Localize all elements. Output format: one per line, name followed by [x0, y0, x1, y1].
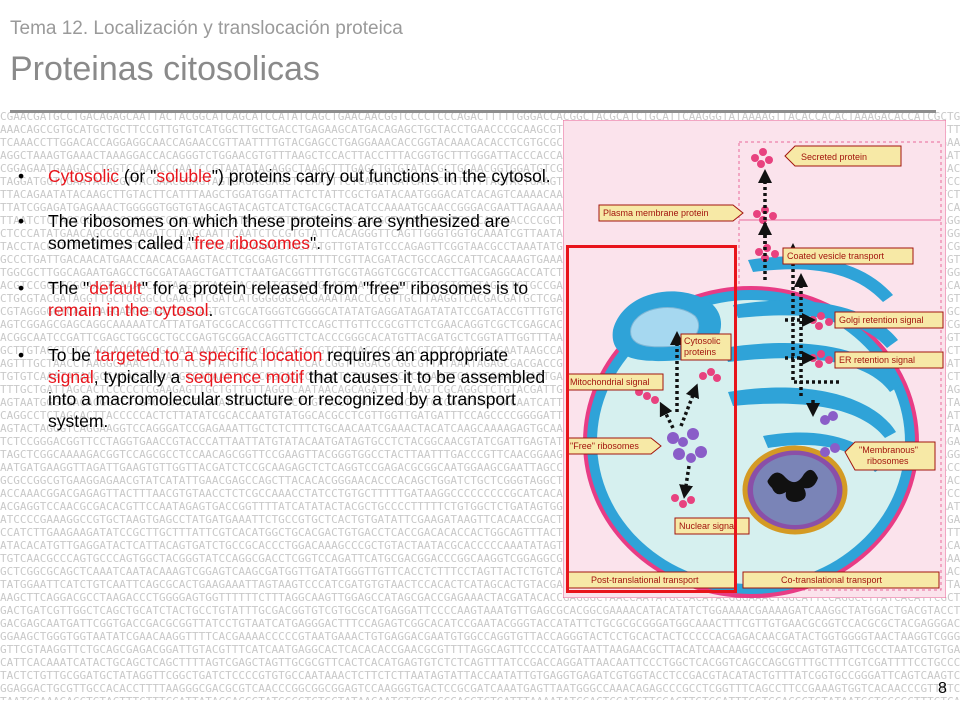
bullet-segment: " for a protein released from "free" rib… — [141, 278, 529, 298]
bullet-text: The ribosomes on which these proteins ar… — [48, 211, 510, 253]
bullet-segment: Cytosolic — [48, 166, 119, 186]
label-plasma-membrane: Plasma membrane protein — [598, 204, 744, 222]
bullet-item-2: • The ribosomes on which these proteins a… — [18, 210, 553, 254]
bullet-item-3: • The "default" for a protein released fr… — [18, 277, 553, 321]
bullet-dot: • — [18, 345, 25, 365]
label-plasma-text: Plasma membrane protein — [603, 208, 709, 218]
label-co-translational: Co-translational transport — [742, 571, 940, 589]
label-membranous-ribosomes: "Membranous" ribosomes — [844, 441, 936, 471]
label-cytosolic-text-2: proteins — [684, 347, 717, 357]
bullet-segment: The " — [48, 278, 90, 298]
bullet-segment: (or " — [119, 166, 157, 186]
label-membranous-text-1: "Membranous" — [859, 445, 918, 455]
bullet-text: Cytosolic (or "soluble") proteins carry … — [48, 166, 551, 186]
bullet-list: • Cytosolic (or "soluble") proteins carry… — [18, 165, 553, 455]
bullet-segment: that causes it to be assembled into a ma… — [48, 367, 546, 431]
label-nuclear-text: Nuclear signal — [679, 521, 736, 531]
slide-title: Proteinas citosolicas — [10, 50, 320, 88]
lecture-subtitle: Tema 12. Localización y translocación pr… — [10, 18, 403, 39]
label-coated-text: Coated vesicle transport — [787, 251, 885, 261]
bullet-segment: remain in the cytosol — [48, 300, 209, 320]
label-co-text: Co-translational transport — [781, 575, 883, 585]
label-post-text: Post-translational transport — [591, 575, 699, 585]
label-secreted-protein: Secreted protein — [784, 145, 902, 167]
bullet-segment: default — [89, 278, 142, 298]
label-free-text: "Free" ribosomes — [570, 441, 639, 451]
bullet-item-1: • Cytosolic (or "soluble") proteins carry… — [18, 165, 553, 187]
post-translational-highlight — [566, 245, 737, 593]
vesicle-cluster-coated — [755, 244, 779, 262]
membranous-ribosomes — [820, 411, 840, 457]
bullet-segment: free ribosomes — [194, 233, 311, 253]
bullet-segment: signal — [48, 367, 94, 387]
bullet-dot: • — [18, 166, 25, 186]
chromatin — [767, 469, 818, 502]
bullet-segment: , typically a — [93, 367, 186, 387]
label-cytosolic-text-1: Cytosolic — [684, 336, 721, 346]
label-secreted-text: Secreted protein — [801, 152, 867, 162]
label-membranous-text-2: ribosomes — [867, 456, 909, 466]
bullet-segment: . — [208, 300, 214, 320]
label-cytosolic-proteins: Cytosolic proteins — [680, 333, 732, 361]
label-mito-text: Mitochondrial signal — [570, 377, 650, 387]
bullet-text: To be targeted to a specific location re… — [48, 345, 545, 431]
label-golgi-retention: Golgi retention signal — [834, 311, 944, 329]
bullet-dot: • — [18, 211, 25, 231]
bullet-segment: To be — [48, 345, 96, 365]
bullet-item-4: • To be targeted to a specific location r… — [18, 344, 553, 432]
vesicle-cluster-cytosolic — [699, 368, 721, 382]
bullet-segment: sequence motif — [185, 367, 304, 387]
bullet-segment: soluble — [156, 166, 212, 186]
free-ribosomes — [667, 428, 707, 463]
bullet-segment: ") proteins carry out functions in the c… — [211, 166, 551, 186]
label-coated-vesicle: Coated vesicle transport — [782, 247, 914, 265]
vesicle-cluster-secreted — [751, 148, 773, 168]
bullet-segment: requires an appropriate — [322, 345, 509, 365]
label-nuclear-signal: Nuclear signal — [674, 517, 750, 535]
label-golgi-text: Golgi retention signal — [839, 315, 924, 325]
page-number: 8 — [938, 680, 947, 697]
bullet-segment: ". — [310, 233, 322, 253]
bullet-dot: • — [18, 278, 25, 298]
bullet-text: The "default" for a protein released fro… — [48, 278, 528, 320]
label-er-text: ER retention signal — [839, 355, 915, 365]
bullet-segment: targeted to a specific location — [95, 345, 323, 365]
label-er-retention: ER retention signal — [834, 351, 944, 369]
cell-protein-sorting-diagram: Secreted protein Plasma membrane protein… — [563, 120, 946, 598]
title-divider — [10, 110, 936, 113]
bullet-segment: The ribosomes on which these proteins ar… — [48, 211, 511, 253]
transport-arrows — [659, 169, 839, 499]
